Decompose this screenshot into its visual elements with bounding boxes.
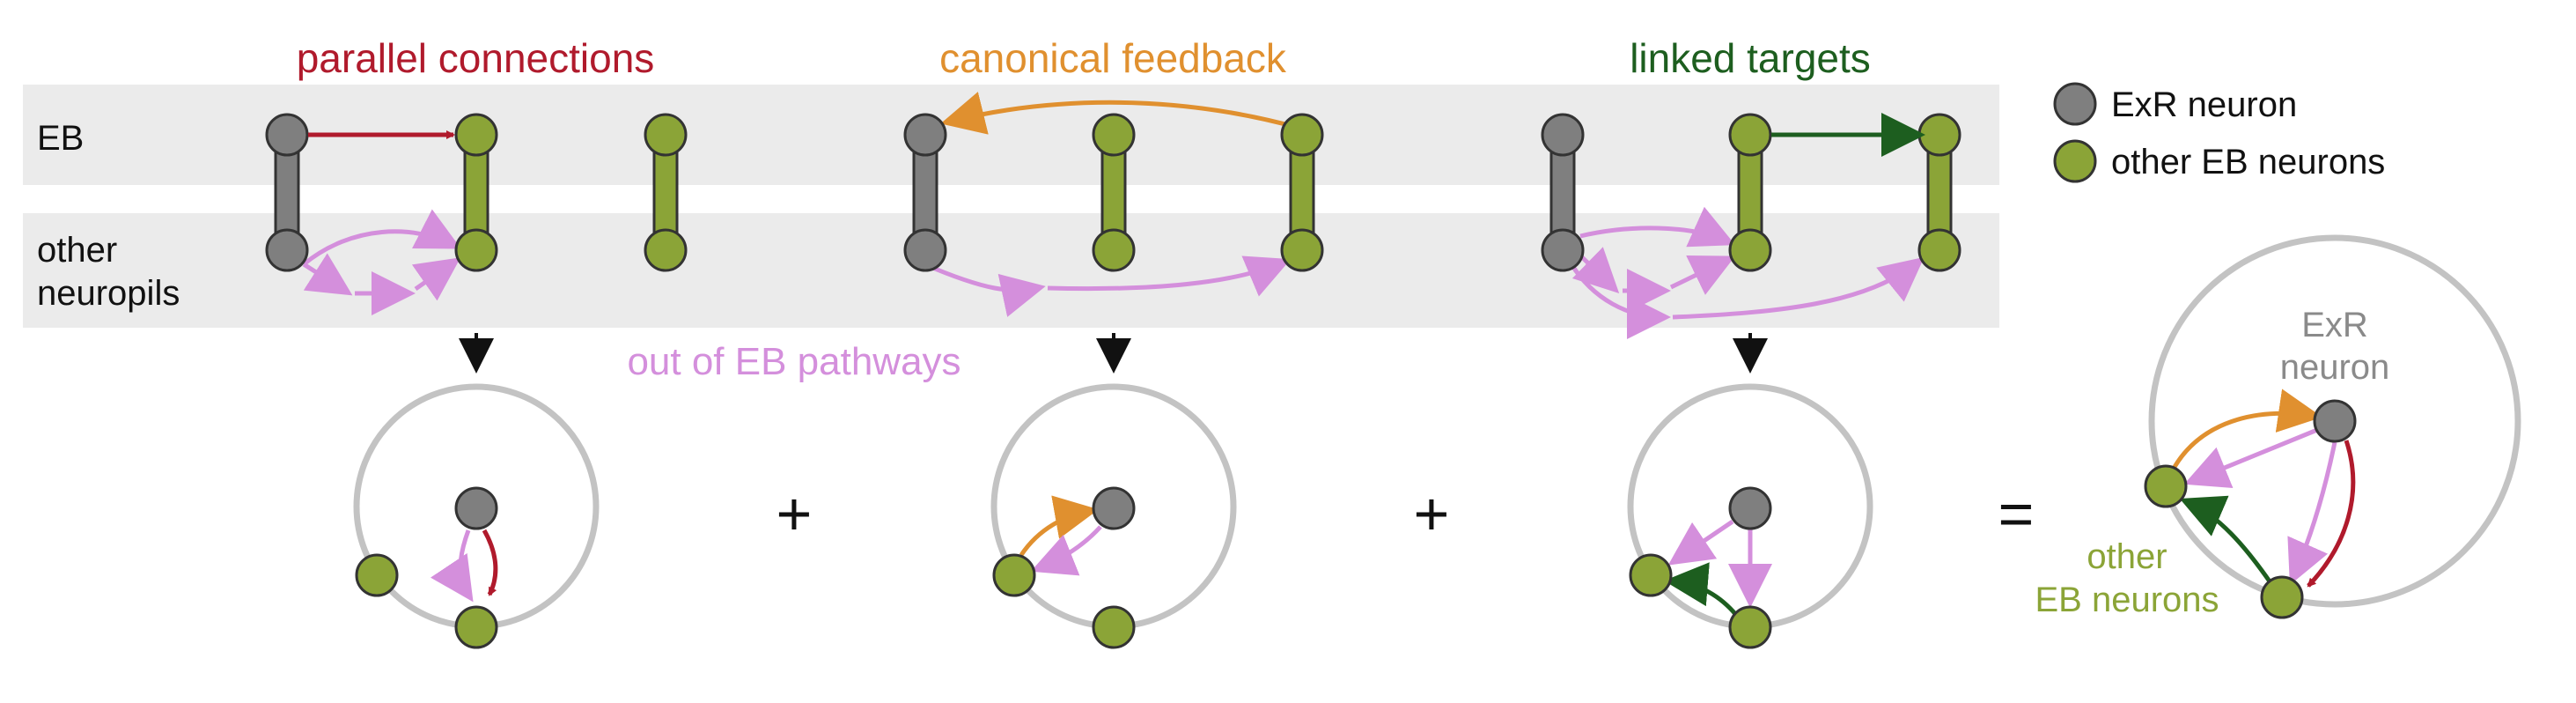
p2-eb-neuron-a-top	[1092, 113, 1136, 157]
summary-eb-left	[2144, 464, 2188, 508]
p2-feedback-arrow	[940, 92, 1299, 135]
p1-eb-neuron-b-bottom	[644, 228, 688, 272]
p2-eb-neuron-b-bottom	[1280, 228, 1324, 272]
p2-pathway-seg1	[924, 262, 1046, 317]
p1-pathway-seg1	[302, 253, 353, 296]
summary-exr	[2313, 399, 2357, 443]
p1-ring-exr	[454, 486, 498, 530]
p3-eb-neuron-a-top	[1728, 113, 1772, 157]
p2-eb-neuron-a-bottom	[1092, 228, 1136, 272]
p1-exr-neuron-top	[265, 113, 309, 157]
p3-eb-neuron-b-top	[1917, 113, 1961, 157]
p1-eb-neuron-a-top	[454, 113, 498, 157]
summary-exr-label-1: ExR	[2301, 306, 2368, 344]
p3-pathway-lower-b	[1672, 256, 1925, 320]
p2-ring-pathway	[1030, 525, 1102, 576]
p3-pathway-upper	[1579, 206, 1736, 248]
summary-pathway-left	[2183, 427, 2318, 489]
p2-ring-feedback	[1019, 495, 1099, 557]
legend-exr-label: ExR neuron	[2111, 85, 2297, 124]
summary-eb-label-1: other	[2087, 537, 2167, 576]
title-linked-targets: linked targets	[1630, 35, 1871, 81]
p3-ring-eb-bottom	[1728, 605, 1772, 649]
p1-ring-eb-left	[355, 553, 399, 597]
p1-ring-parallel	[482, 529, 498, 596]
operator-equals: =	[1998, 479, 2035, 548]
p3-pathway-seg3	[1669, 255, 1735, 295]
pathway-label: out of EB pathways	[627, 340, 960, 383]
summary-exr-label-2: neuron	[2280, 348, 2390, 387]
p2-pathway-seg2	[1047, 255, 1292, 297]
summary-pathway-down	[2287, 441, 2337, 586]
p3-pathway-lower-a	[1569, 263, 1671, 339]
p3-ring-eb-left	[1629, 553, 1673, 597]
p1-ring-eb-bottom	[454, 605, 498, 649]
p3-eb-neuron-a-bottom	[1728, 228, 1772, 272]
p3-exr-neuron-bottom	[1541, 228, 1585, 272]
p2-exr-neuron-bottom	[903, 228, 947, 272]
p3-ring-pathway-left	[1667, 519, 1734, 566]
p2-ring-exr	[1092, 486, 1136, 530]
legend-eb-swatch	[2053, 139, 2097, 183]
row-label-eb: EB	[37, 119, 84, 158]
p2-eb-neuron-b-top	[1280, 113, 1324, 157]
summary-linked	[2179, 495, 2272, 583]
summary-ring	[2148, 234, 2521, 608]
p1-eb-neuron-a-bottom	[454, 228, 498, 272]
summary-parallel	[2307, 440, 2356, 588]
summary-eb-bottom	[2260, 575, 2304, 619]
legend-eb-label: other EB neurons	[2111, 143, 2385, 181]
p3-ring-linked	[1664, 562, 1738, 617]
p2-ring-eb-bottom	[1092, 605, 1136, 649]
p1-pathway-seg3	[411, 257, 461, 301]
title-canonical-feedback: canonical feedback	[939, 35, 1287, 81]
p2-ring-eb-left	[992, 553, 1036, 597]
summary-eb-label-2: EB neurons	[2035, 581, 2219, 619]
p3-exr-neuron-top	[1541, 113, 1585, 157]
p1-exr-neuron-bottom	[265, 228, 309, 272]
p1-eb-neuron-b-top	[644, 113, 688, 157]
row-label-other-1: other	[37, 231, 117, 270]
p2-exr-neuron-top	[903, 113, 947, 157]
p3-eb-neuron-b-bottom	[1917, 228, 1961, 272]
legend-exr-swatch	[2053, 82, 2097, 126]
operator-plus-2: +	[1414, 479, 1450, 548]
row-label-other-2: neuropils	[37, 274, 180, 313]
p1-ring-pathway	[431, 529, 474, 603]
p1-pathway-upper	[302, 209, 461, 266]
operator-plus-1: +	[776, 479, 813, 548]
title-parallel-connections: parallel connections	[297, 35, 655, 81]
p3-pathway-seg1	[1571, 247, 1620, 293]
p3-ring-exr	[1728, 486, 1772, 530]
